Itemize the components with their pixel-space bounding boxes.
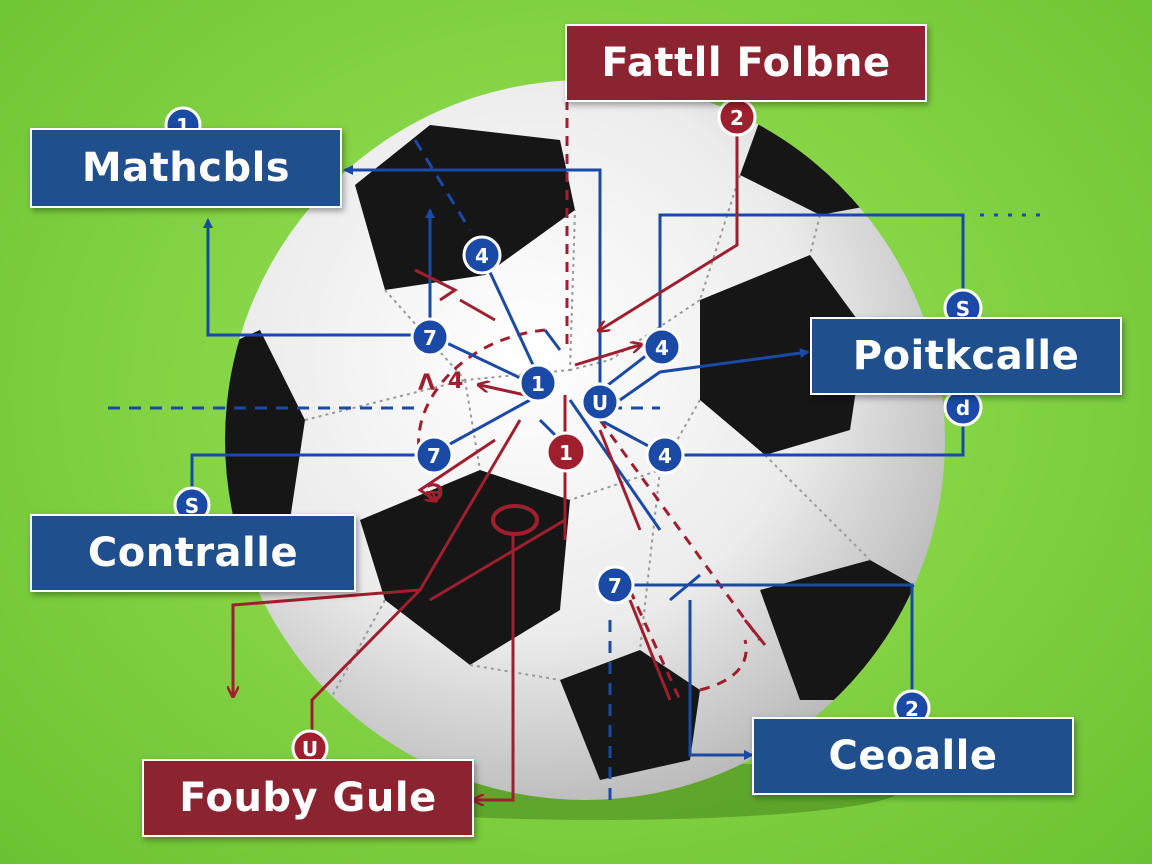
svg-text:2: 2: [730, 106, 744, 130]
label-left: Contralle: [30, 514, 356, 592]
svg-text:4: 4: [448, 369, 463, 394]
badge-right-d: d: [943, 387, 983, 427]
svg-text:Ə: Ə: [425, 481, 444, 506]
ring-icon: [491, 504, 539, 536]
svg-text:U: U: [302, 737, 318, 761]
badge-bottom-right-2: 2: [893, 689, 931, 727]
svg-text:d: d: [956, 396, 970, 420]
badge-top-red: 2: [717, 97, 757, 137]
svg-text:U: U: [592, 391, 608, 415]
badge-center-1: 1: [518, 363, 558, 403]
label-bottom-left: Fouby Gule: [142, 759, 474, 837]
label-bottom-right: Ceoalle: [752, 717, 1074, 795]
svg-text:4: 4: [658, 444, 672, 468]
label-top: Fattll Folbne: [565, 24, 927, 102]
svg-text:7: 7: [423, 326, 437, 350]
badge-upper-4: 4: [462, 235, 502, 275]
svg-text:S: S: [185, 494, 199, 518]
svg-text:7: 7: [427, 444, 441, 468]
svg-text:1: 1: [559, 441, 573, 465]
dashed-guides: [108, 139, 1050, 805]
badge-left-s: S: [173, 486, 211, 524]
red-dashed-guides: [417, 100, 762, 701]
svg-text:S: S: [956, 297, 970, 321]
badge-group: 1 2 4 7 1 U 4 7: [164, 97, 983, 767]
svg-text:7: 7: [608, 574, 622, 598]
svg-text:Λ: Λ: [418, 371, 435, 396]
badge-left-7b: 7: [414, 435, 454, 475]
badge-center-u: U: [580, 382, 620, 422]
ball-black-panels: [225, 120, 940, 780]
blue-connectors: [190, 165, 965, 760]
label-top-left: Mathcbls: [30, 128, 342, 208]
svg-text:4: 4: [475, 244, 489, 268]
badge-left-7a: 7: [410, 317, 450, 357]
red-marks: 4 Λ Ə: [418, 369, 463, 506]
svg-text:4: 4: [655, 336, 669, 360]
badge-lower-7: 7: [595, 565, 635, 605]
svg-text:1: 1: [531, 372, 545, 396]
soccer-ball: [225, 80, 945, 800]
badge-center-red-1: 1: [545, 431, 587, 473]
badge-right-4a: 4: [642, 327, 682, 367]
svg-text:2: 2: [905, 697, 919, 721]
label-right: Poitkcalle: [810, 317, 1122, 395]
badge-right-4b: 4: [645, 435, 685, 475]
